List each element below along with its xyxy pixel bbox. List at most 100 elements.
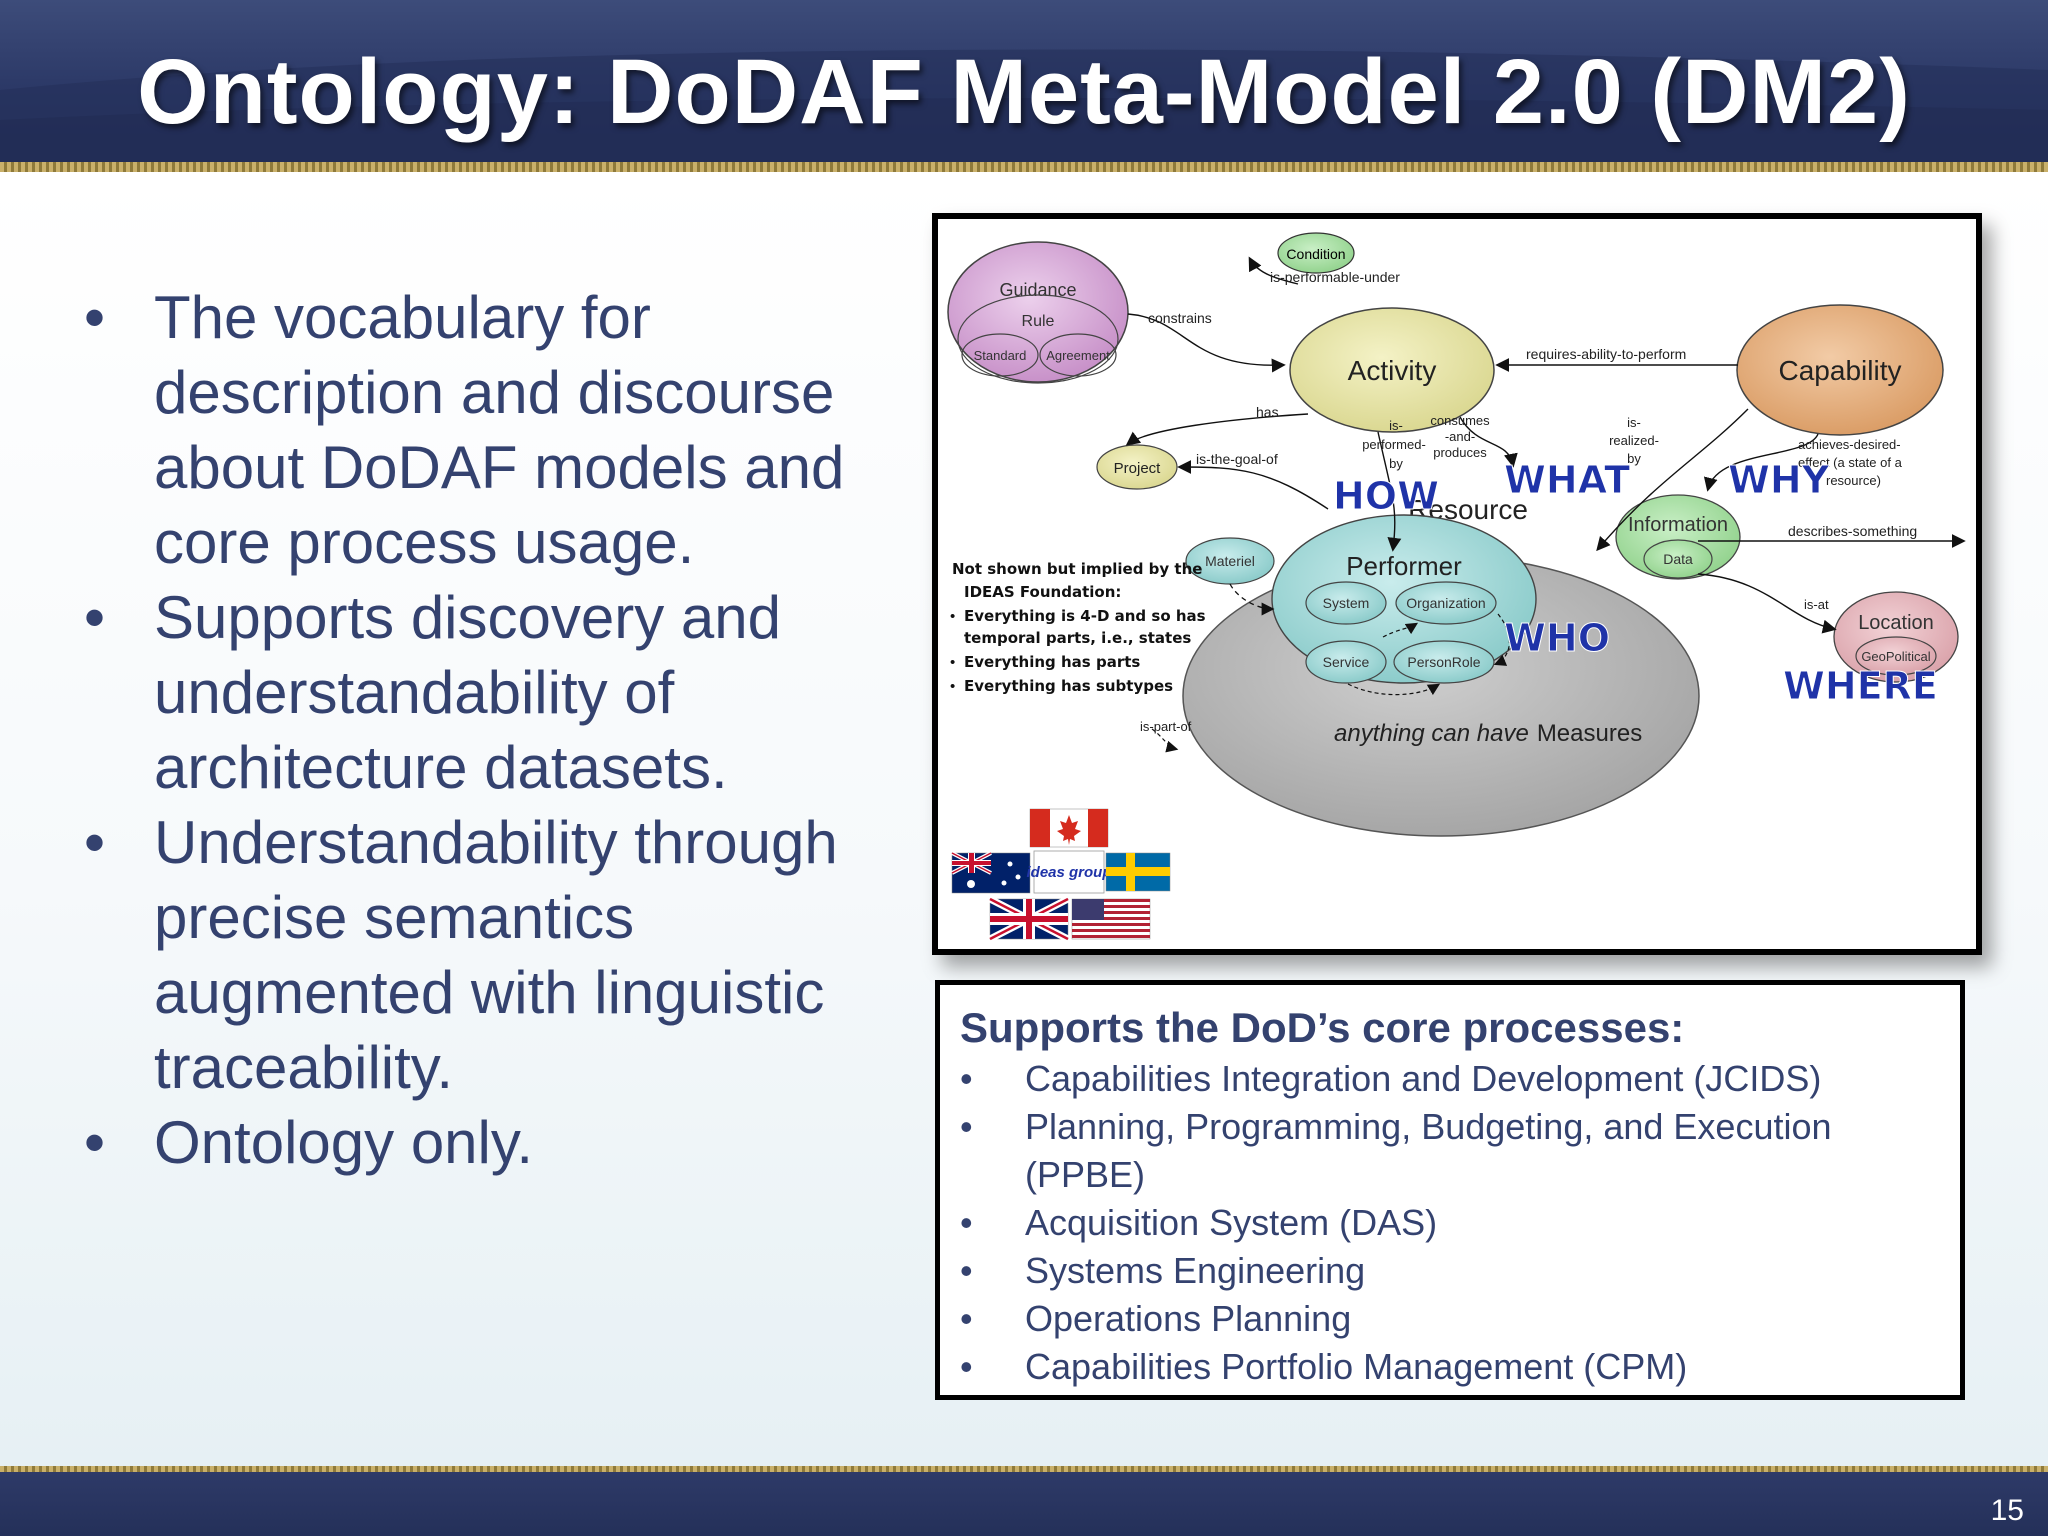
measures-word: Measures: [1537, 720, 1642, 747]
label-is-the-goal-of: is-the-goal-of: [1196, 451, 1278, 467]
process-item: Operations Planning: [960, 1295, 1940, 1343]
person-role-label: PersonRole: [1407, 654, 1480, 670]
project-label: Project: [1114, 460, 1162, 477]
edge-materiel-part: [1229, 583, 1275, 616]
edge-performer-part-2: [1493, 613, 1510, 666]
process-item: Systems Engineering: [960, 1247, 1940, 1295]
label-is-performable-under: is-performable-under: [1270, 269, 1400, 285]
canada-flag: [1029, 808, 1109, 848]
processes-list: Capabilities Integration and Development…: [960, 1055, 1940, 1391]
condition-label: Condition: [1286, 246, 1345, 262]
note-item: Everything has subtypes: [964, 677, 1173, 695]
question-why: WHY: [1728, 458, 1830, 502]
label-constrains: constrains: [1148, 310, 1212, 326]
note-line: Not shown but implied by the: [952, 560, 1202, 578]
edge-legend-part-of: [1151, 728, 1179, 753]
edge-performer-part-3: [1347, 683, 1441, 696]
label-achieves-3: resource): [1826, 473, 1881, 488]
australia-flag: [951, 851, 1031, 894]
note-bullet: •: [950, 654, 955, 671]
label-describes-something: describes-something: [1788, 523, 1917, 539]
location-label: Location: [1858, 612, 1934, 634]
organization-ellipse: [1395, 581, 1497, 625]
label-consumes-2: -and-: [1445, 429, 1475, 444]
header-swoosh: [0, 49, 2048, 166]
standard-label: Standard: [974, 348, 1027, 363]
label-realized-1: is-: [1627, 415, 1641, 430]
process-item: Capabilities Portfolio Management (CPM): [960, 1343, 1940, 1391]
label-realized-3: by: [1627, 451, 1641, 466]
label-realized-2: realized-: [1609, 433, 1659, 448]
note-item: Everything has parts: [964, 653, 1140, 671]
question-how: HOW: [1333, 474, 1439, 518]
geopolitical-label: GeoPolitical: [1861, 649, 1930, 664]
capability-ellipse: [1736, 304, 1944, 436]
bullet-item: Supports discovery and understandability…: [84, 580, 904, 805]
system-ellipse: [1305, 581, 1387, 625]
service-label: Service: [1323, 654, 1370, 670]
measures-prefix: anything can have: [1334, 720, 1529, 747]
label-consumes-1: consumes: [1430, 413, 1490, 428]
note-item: temporal parts, i.e., states: [964, 629, 1191, 647]
processes-heading: Supports the DoD’s core processes:: [960, 1004, 1685, 1051]
label-achieves-2: effect (a state of a: [1798, 455, 1903, 470]
header-gold-rule: [0, 162, 2048, 172]
bullet-item: Ontology only.: [84, 1105, 904, 1180]
edge-is-at: [1697, 573, 1837, 634]
edge-realized-by: [1596, 408, 1749, 552]
label-is-at: is-at: [1804, 597, 1829, 612]
ideas-logo: ideas group: [1026, 850, 1112, 894]
note-item: Everything is 4-D and so has: [964, 607, 1206, 625]
agreement-label: Agreement: [1046, 348, 1110, 363]
rule-label: Rule: [1022, 313, 1055, 330]
bullet-item: Understandability through precise semant…: [84, 805, 904, 1105]
activity-ellipse: [1289, 307, 1495, 433]
system-label: System: [1323, 595, 1370, 611]
slide-header: Ontology: DoDAF Meta-Model 2.0 (DM2): [0, 0, 2048, 166]
question-where: WHERE: [1783, 664, 1938, 708]
bullet-list: The vocabulary for description and disco…: [84, 280, 904, 1180]
note-bullet: •: [950, 608, 955, 625]
process-item: Planning, Programming, Budgeting, and Ex…: [960, 1103, 1940, 1199]
ideas-logo-text: ideas group: [1026, 864, 1111, 881]
question-what: WHAT: [1504, 458, 1630, 502]
dm2-diagram: Condition Guidance Rule Standard Agreeme…: [932, 213, 1982, 955]
capability-label: Capability: [1779, 355, 1902, 386]
dm2-diagram-svg: Condition Guidance Rule Standard Agreeme…: [947, 232, 1966, 943]
label-achieves-1: achieves-desired-: [1798, 437, 1901, 452]
activity-label: Activity: [1348, 355, 1437, 386]
slide-footer: [0, 1472, 2048, 1536]
process-item: Acquisition System (DAS): [960, 1199, 1940, 1247]
label-performed-3: by: [1389, 456, 1403, 471]
label-performed-1: is-: [1389, 418, 1403, 433]
question-who: WHO: [1504, 616, 1610, 660]
label-performed-2: performed-: [1362, 437, 1426, 452]
page-number: 15: [1990, 1494, 2024, 1527]
label-requires-ability: requires-ability-to-perform: [1526, 346, 1686, 362]
information-label: Information: [1628, 514, 1728, 536]
label-is-part-of: is-part-of: [1140, 719, 1192, 734]
guidance-label: Guidance: [999, 280, 1076, 300]
agreement-ellipse: [1039, 333, 1117, 377]
edge-goal-of: [1177, 460, 1329, 510]
label-consumes-3: produces: [1433, 445, 1487, 460]
geopolitical-ellipse: [1855, 636, 1937, 676]
edge-performable-under: [1248, 256, 1299, 285]
ideas-note: Not shown but implied by the IDEAS Found…: [950, 560, 1206, 695]
rule-ellipse: [957, 294, 1119, 384]
guidance-ellipse: [947, 241, 1129, 383]
materiel-label: Materiel: [1205, 553, 1255, 569]
process-item: Capabilities Integration and Development…: [960, 1055, 1940, 1103]
service-ellipse: [1305, 640, 1387, 684]
edge-consumes-produces: [1459, 416, 1518, 468]
performer-label: Performer: [1346, 551, 1462, 581]
edge-has: [1125, 413, 1309, 446]
edge-performed-by: [1377, 431, 1402, 552]
slide-title: Ontology: DoDAF Meta-Model 2.0 (DM2): [137, 41, 1911, 143]
note-line: IDEAS Foundation:: [964, 583, 1121, 601]
data-label: Data: [1663, 551, 1693, 567]
data-ellipse: [1643, 539, 1713, 579]
label-has: has: [1256, 404, 1279, 420]
note-bullet: •: [950, 678, 955, 695]
edge-performer-part-1: [1382, 622, 1419, 638]
